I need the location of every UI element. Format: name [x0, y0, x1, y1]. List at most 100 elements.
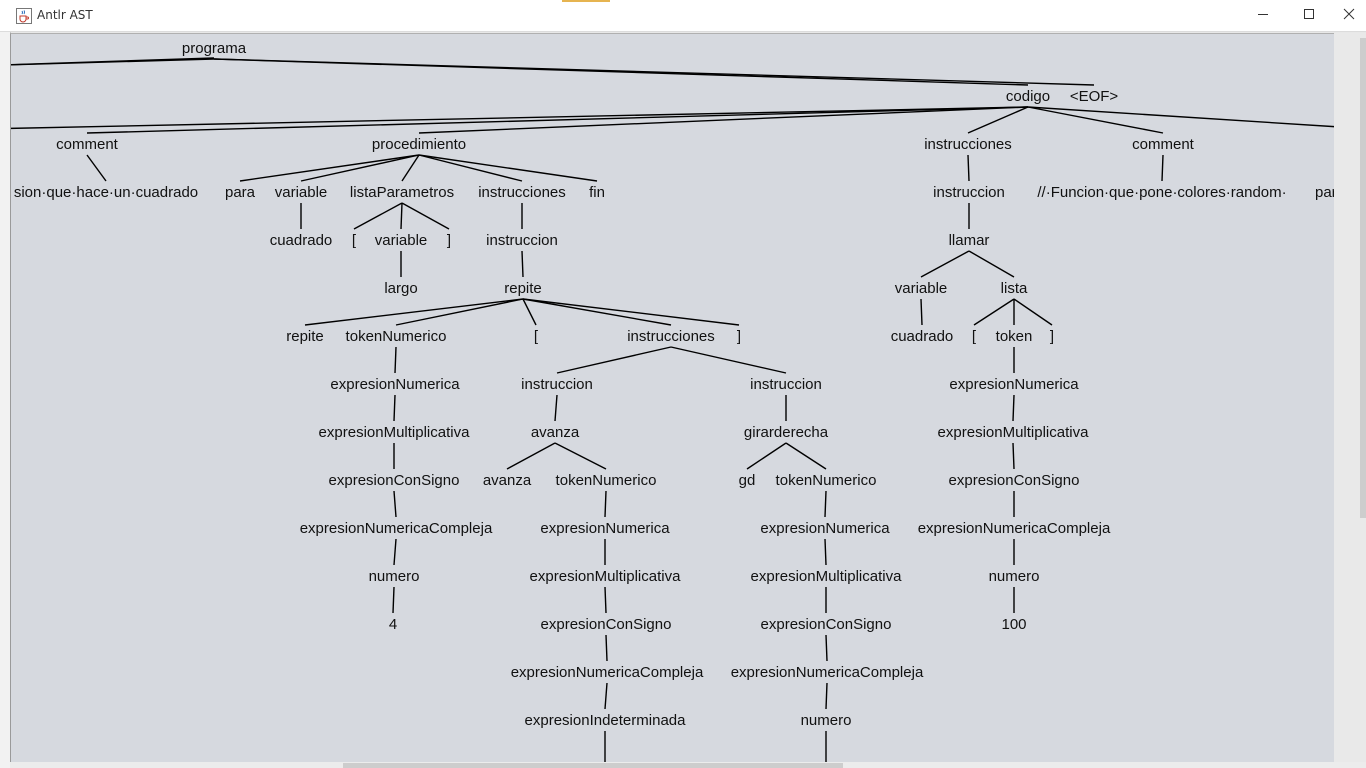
tree-edge-offscreen-2	[1027, 106, 1334, 128]
tree-node-fin: fin	[589, 184, 605, 201]
tree-edge-girarderecha-tokenNumerico3	[785, 442, 827, 470]
tree-edge-instruccion3-avanza1	[554, 394, 558, 422]
tree-node-eof: <EOF>	[1069, 88, 1119, 105]
tree-node-instruccion2: instruccion	[486, 232, 558, 249]
tree-node-para1: para	[224, 184, 256, 201]
tree-edge-programa-incoming	[11, 57, 215, 66]
tree-edge-tokenNumerico2-expNum2	[604, 490, 607, 518]
tree-edge-instruccion2-repite1	[521, 250, 524, 278]
tree-node-para2: para	[1314, 184, 1334, 201]
tree-edge-expMul2-expSig2	[604, 586, 607, 614]
tree-node-numero1: numero	[368, 568, 420, 585]
tree-node-cuadrado2: cuadrado	[890, 328, 954, 345]
tree-edge-comment1-comment1_text	[86, 154, 107, 182]
tree-edge-expSig1-expComp1	[393, 490, 397, 518]
tree-node-expNum4: expresionNumerica	[949, 376, 1079, 393]
tree-edge-listaParametros-lbr1	[353, 202, 403, 230]
tree-edge-instrucciones3-instruccion4	[670, 346, 787, 374]
tree-edge-llamar-variable3	[920, 250, 970, 278]
tree-node-variable3: variable	[894, 280, 948, 297]
tree-node-expComp4: expresionNumericaCompleja	[917, 520, 1111, 537]
tree-node-tokenNumerico3: tokenNumerico	[775, 472, 877, 489]
tree-node-codigo: codigo	[1005, 88, 1051, 105]
maximize-button[interactable]	[1286, 0, 1332, 31]
title-bar: Antlr AST	[0, 0, 1366, 32]
tree-edge-offscreen-0	[11, 58, 215, 66]
tree-edge-codigo-comment1	[86, 106, 1029, 134]
tree-node-expSig4: expresionConSigno	[948, 472, 1080, 489]
tree-node-numero3: numero	[800, 712, 852, 729]
tree-node-expMul3: expresionMultiplicativa	[750, 568, 902, 585]
tree-edge-expComp3-numero3	[825, 682, 828, 710]
tree-edge-avanza1-avanza2	[506, 442, 556, 470]
tree-node-avanza2: avanza	[482, 472, 532, 489]
tree-node-expSig1: expresionConSigno	[328, 472, 460, 489]
tree-node-girarderecha: girarderecha	[743, 424, 829, 441]
tree-node-expInd: expresionIndeterminada	[524, 712, 686, 729]
minimize-icon	[1257, 7, 1269, 25]
tree-edge-procedimiento-para1	[239, 154, 420, 182]
tree-edge-expSig3-expComp3	[825, 634, 828, 662]
tree-node-numero4: numero	[988, 568, 1040, 585]
tree-edge-procedimiento-listaParametros	[401, 154, 420, 182]
horizontal-scroll-thumb[interactable]	[343, 763, 843, 768]
tree-node-expMul4: expresionMultiplicativa	[937, 424, 1089, 441]
tree-node-programa: programa	[181, 40, 247, 57]
tree-edge-comment2-comment2_text	[1161, 154, 1164, 182]
tree-node-val4: 4	[388, 616, 398, 633]
tree-node-comment2: comment	[1132, 136, 1194, 153]
tree-node-rbr1: ]	[446, 232, 452, 249]
tree-edge-expNum3-expMul3	[824, 538, 827, 566]
tree-edge-numero1-val4	[392, 586, 395, 614]
minimize-button[interactable]	[1240, 0, 1286, 31]
tree-edge-codigo-procedimiento	[418, 106, 1029, 134]
tree-node-rbr2: ]	[736, 328, 742, 345]
tree-node-comment2_text: //·Funcion·que·pone·colores·random·	[1037, 184, 1287, 201]
tree-node-comment1: comment	[56, 136, 118, 153]
tree-node-rbr3: ]	[1049, 328, 1055, 345]
tree-edge-llamar-lista	[968, 250, 1015, 278]
taskbar-accent	[562, 0, 610, 2]
tree-node-lbr1: [	[351, 232, 357, 249]
tree-node-gd: gd	[738, 472, 756, 489]
tree-node-tokenNumerico2: tokenNumerico	[555, 472, 657, 489]
tree-edge-programa-eof	[213, 58, 1095, 86]
tree-node-expSig2: expresionConSigno	[540, 616, 672, 633]
java-cup-icon	[16, 8, 32, 24]
tree-node-repite2: repite	[286, 328, 324, 345]
tree-edge-procedimiento-instrucciones2	[418, 154, 523, 182]
tree-edge-codigo-instrucciones1	[967, 106, 1029, 134]
tree-node-comment1_text: sion·que·hace·un·cuadrado	[13, 184, 199, 201]
vertical-scroll-thumb[interactable]	[1360, 38, 1366, 518]
tree-node-expSig3: expresionConSigno	[760, 616, 892, 633]
tree-node-expMul1: expresionMultiplicativa	[318, 424, 470, 441]
tree-edge-expComp2-expInd	[604, 682, 608, 710]
tree-edge-expNum1-expMul1	[393, 394, 396, 422]
tree-node-variable2: variable	[374, 232, 428, 249]
tree-edge-offscreen-1	[11, 106, 1029, 130]
tree-node-largo: largo	[384, 280, 418, 297]
tree-node-expNum3: expresionNumerica	[760, 520, 890, 537]
tree-node-cuadrado1: cuadrado	[269, 232, 333, 249]
tree-edge-repite1-rbr2	[522, 298, 740, 326]
maximize-icon	[1303, 7, 1315, 25]
tree-edge-tokenNumerico3-expNum3	[824, 490, 827, 518]
tree-edge-listaParametros-rbr1	[401, 202, 450, 230]
tree-edge-tokenNumerico1-expNum1	[394, 346, 397, 374]
tree-node-expNum2: expresionNumerica	[540, 520, 670, 537]
tree-node-instruccion3: instruccion	[521, 376, 593, 393]
tree-edge-repite1-instrucciones3	[522, 298, 672, 326]
tree-edge-listaParametros-variable2	[400, 202, 403, 230]
tree-node-token: token	[995, 328, 1033, 345]
close-button[interactable]	[1332, 0, 1366, 31]
tree-node-instrucciones1: instrucciones	[924, 136, 1012, 153]
tree-node-instrucciones3: instrucciones	[627, 328, 715, 345]
tree-node-tokenNumerico1: tokenNumerico	[345, 328, 447, 345]
tree-edge-girarderecha-gd	[746, 442, 787, 470]
tree-node-repite1: repite	[504, 280, 542, 297]
tree-node-expComp1: expresionNumericaCompleja	[299, 520, 493, 537]
tree-node-instruccion1: instruccion	[933, 184, 1005, 201]
tree-edge-expComp1-numero1	[393, 538, 397, 566]
tree-edge-expMul4-expSig4	[1012, 442, 1015, 470]
